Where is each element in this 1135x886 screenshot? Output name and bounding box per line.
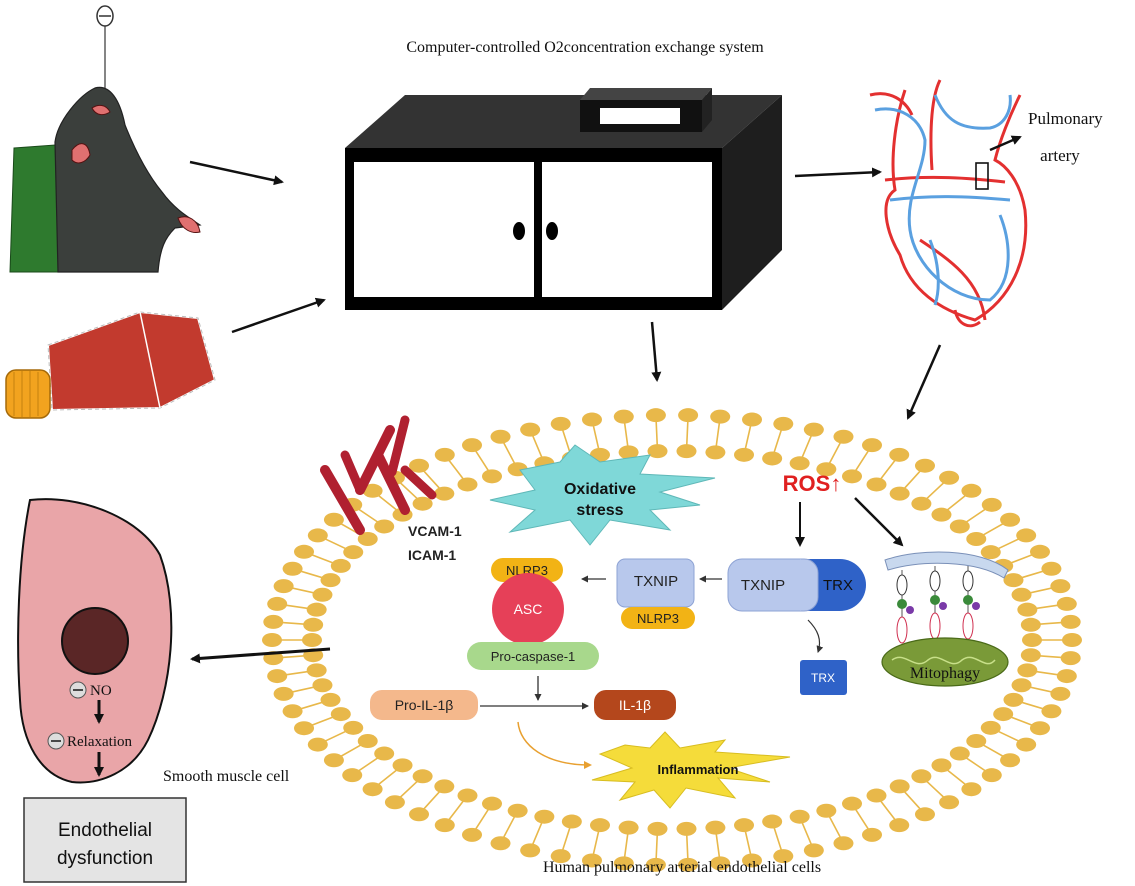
oxidative-stress-label-1: Oxidative bbox=[564, 481, 636, 498]
txnip-complex-label: TXNIP bbox=[741, 577, 785, 594]
oxidative-stress-label-2: stress bbox=[576, 502, 623, 519]
inflammation-label: Inflammation bbox=[658, 762, 739, 777]
asc-label: ASC bbox=[514, 601, 543, 617]
chamber-title: Computer-controlled O2concentration exch… bbox=[406, 39, 764, 56]
pro-il-label: Pro-IL-1β bbox=[395, 697, 454, 713]
endothelial-dysfunction-box bbox=[23, 797, 187, 883]
endothelial-dysfunction-label-2: dysfunction bbox=[57, 848, 153, 869]
inflammation-burst bbox=[591, 731, 791, 809]
nlrp3-label-right: NLRP3 bbox=[637, 611, 679, 626]
arrow-heart-to-cell bbox=[906, 344, 942, 420]
txnip-label: TXNIP bbox=[634, 573, 678, 590]
trx-complex-label: TRX bbox=[823, 577, 853, 594]
cell-culture-flask bbox=[5, 310, 217, 419]
pulmonary-label-1: Pulmonary bbox=[1028, 109, 1103, 128]
nucleus bbox=[61, 607, 129, 675]
smooth-muscle-label: Smooth muscle cell bbox=[163, 768, 290, 785]
ros-label: ROS↑ bbox=[783, 471, 842, 496]
vcam-label: VCAM-1 bbox=[408, 523, 462, 539]
heart-illustration bbox=[869, 79, 1028, 328]
arrow-chamber-to-cell bbox=[650, 321, 662, 382]
rat-illustration bbox=[9, 5, 202, 273]
no-label: NO bbox=[90, 683, 112, 699]
nlrp3-box-left bbox=[491, 558, 563, 582]
mitophagy-illustration bbox=[881, 551, 1009, 687]
nlrp3-label-left: NLRP3 bbox=[506, 563, 548, 578]
pro-caspase-label: Pro-caspase-1 bbox=[491, 649, 576, 664]
pulmonary-label-2: artery bbox=[1040, 146, 1080, 165]
arrow-rat-to-chamber bbox=[189, 160, 284, 186]
txnip-trx-complex bbox=[727, 558, 866, 612]
endothelial-dysfunction-label-1: Endothelial bbox=[58, 820, 152, 841]
trx-free-label: TRX bbox=[811, 671, 835, 685]
arrow-flask-to-chamber bbox=[231, 297, 326, 334]
trx-free-box bbox=[800, 660, 847, 695]
mitophagy-label: Mitophagy bbox=[910, 665, 980, 682]
pro-il-box bbox=[370, 690, 478, 720]
icam-label: ICAM-1 bbox=[408, 547, 456, 563]
o2-chamber bbox=[345, 88, 782, 310]
arrow-cell-to-muscle bbox=[190, 647, 331, 664]
cell-membrane bbox=[262, 408, 1082, 872]
adhesion-receptors bbox=[320, 415, 437, 535]
oxidative-stress-burst bbox=[489, 444, 716, 546]
endothelial-cells-label: Human pulmonary arterial endothelial cel… bbox=[543, 859, 821, 876]
il-box bbox=[594, 690, 676, 720]
arrow-chamber-to-heart bbox=[794, 167, 882, 178]
il-label: IL-1β bbox=[619, 697, 651, 713]
pro-caspase-box bbox=[467, 642, 599, 670]
asc-circle bbox=[492, 573, 564, 645]
relaxation-label: Relaxation bbox=[67, 734, 132, 750]
nlrp3-box-right bbox=[621, 607, 695, 629]
